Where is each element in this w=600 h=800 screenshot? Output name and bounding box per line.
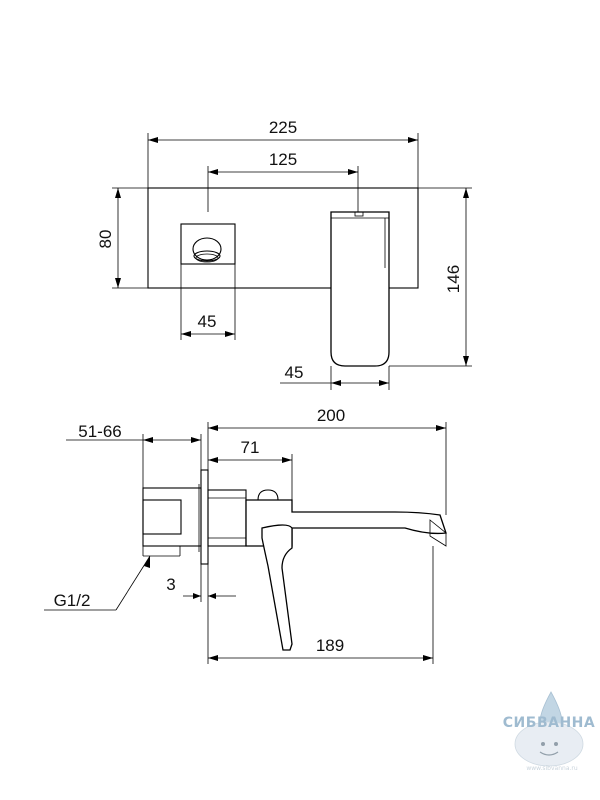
dim-handle-width: 45 (198, 312, 217, 331)
watermark-brand: СИБВАННА (503, 715, 595, 731)
dim-center-distance: 125 (269, 150, 297, 169)
dim-lever-length: 189 (316, 636, 344, 655)
spout-front (330, 211, 390, 367)
dim-spout-length: 200 (317, 406, 345, 425)
dim-plate-height: 80 (96, 230, 115, 249)
dim-plate-thickness: 3 (166, 575, 175, 594)
watermark-logo: СИБВАННА www.sibvanna.ru (503, 691, 595, 772)
dim-total-height: 146 (444, 265, 463, 293)
side-wall-plate (200, 469, 209, 565)
dim-wall-depth: 51-66 (78, 422, 121, 441)
handle-block (180, 223, 236, 265)
side-view: 51-66 200 71 3 G1/2 189 (44, 406, 447, 664)
side-lever (261, 524, 293, 651)
watermark-url: www.sibvanna.ru (526, 765, 578, 772)
dim-overall-width: 225 (269, 118, 297, 137)
dim-body-length: 71 (241, 438, 260, 457)
dim-spout-width: 45 (285, 363, 304, 382)
thread-label: G1/2 (54, 591, 91, 610)
cartridge-outlet (192, 237, 222, 261)
bathtub-icon (514, 721, 584, 767)
in-wall-body (142, 487, 202, 547)
front-view: 225 125 80 146 45 45 (96, 118, 472, 390)
wall-plate (147, 187, 419, 289)
